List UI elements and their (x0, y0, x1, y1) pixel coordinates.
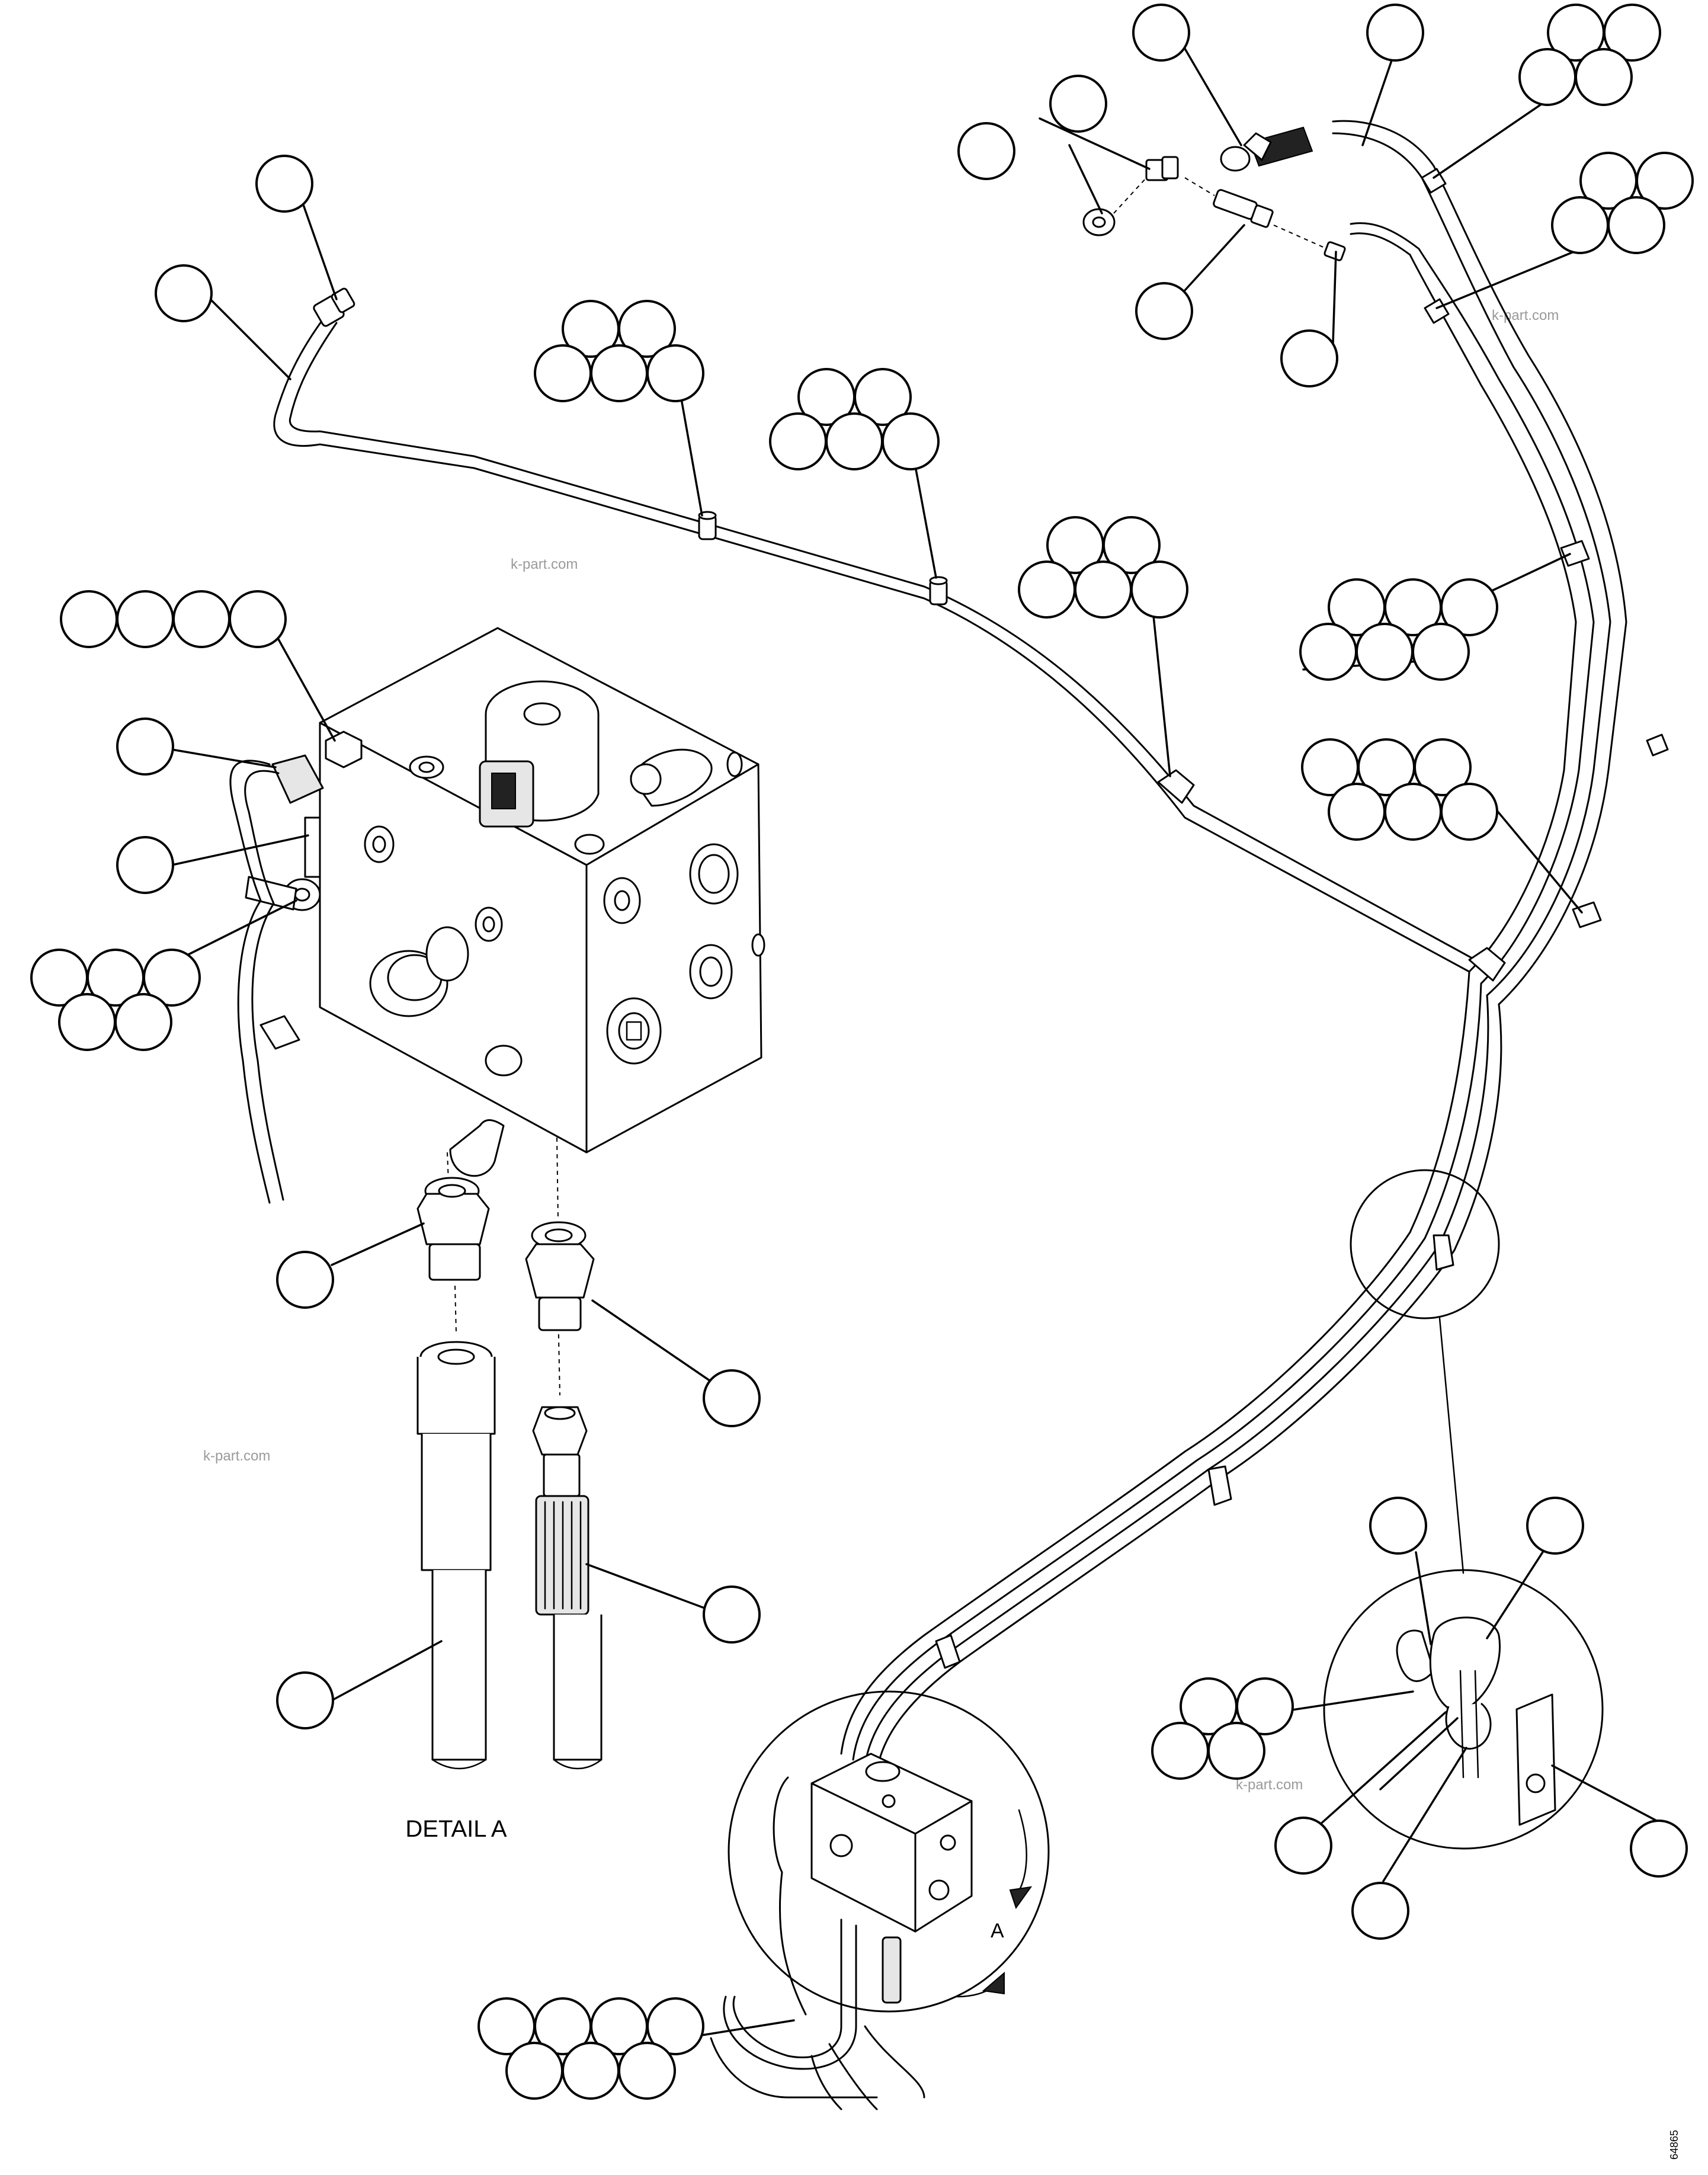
callout-bubble (646, 1997, 704, 2055)
view-marker-label: A (991, 1920, 1004, 1942)
callout-bubble (1636, 152, 1694, 210)
callout-bubble (703, 1369, 761, 1427)
callout-bubble (155, 264, 213, 322)
callout-bubble (882, 412, 940, 470)
callout-bubble (1236, 1677, 1294, 1735)
callout-bubble (646, 344, 704, 402)
callout-bubble (1440, 578, 1498, 636)
callout-bubble (618, 300, 676, 358)
callout-bubbles (30, 4, 1694, 2100)
callout-bubble (1607, 196, 1665, 254)
callout-bubble (505, 2042, 563, 2100)
knurl-texture (544, 1501, 582, 1610)
detail-source-circle (1350, 1169, 1500, 1319)
callout-bubble (1518, 48, 1576, 106)
callout-bubble (1384, 783, 1442, 841)
callout-bubble (1551, 196, 1609, 254)
detail-circles (728, 1169, 1604, 2013)
swivel-fitting (1220, 126, 1313, 172)
cap-fitting (1082, 208, 1116, 236)
hose-clamp-icon (698, 511, 717, 540)
hose-clamp-icon (1433, 1234, 1454, 1271)
hose-clamp-icon (929, 576, 948, 606)
overview-valve-icon (710, 1753, 973, 2110)
hose-clamp-icon (1468, 947, 1506, 982)
callout-bubble (276, 1671, 334, 1729)
top-right-fittings (1082, 126, 1346, 261)
watermark-text: k-part.com (1236, 1777, 1303, 1793)
hose-fitting-icon (313, 287, 355, 327)
callout-bubble (703, 1585, 761, 1644)
callout-bubble (1351, 1882, 1409, 1940)
watermark-text: k-part.com (511, 556, 578, 572)
adapter-fitting (1213, 189, 1274, 228)
figure-code: 64865 (1668, 2130, 1680, 2160)
arrow-head-icon (982, 1971, 1005, 1995)
callout-bubble (854, 368, 912, 426)
callout-bubble (1130, 560, 1188, 619)
callout-bubble (1414, 738, 1472, 796)
hose-clamps (698, 168, 1669, 1669)
detail-a-hoses (416, 1177, 603, 1770)
callout-bubble (1274, 1817, 1332, 1875)
callout-bubble (1049, 75, 1107, 133)
watermark-text: k-part.com (203, 1448, 270, 1464)
callout-bubble (1526, 1497, 1584, 1555)
callout-bubble (1355, 623, 1414, 681)
callout-bubble (114, 993, 172, 1051)
arrow-head-icon (1009, 1886, 1033, 1910)
callout-bubble (116, 717, 174, 776)
callout-bubble (590, 344, 648, 402)
hose-clamp-icon (935, 1634, 961, 1669)
watermark-text: k-part.com (1492, 307, 1559, 323)
callout-bubble (1412, 623, 1470, 681)
callout-bubble (116, 836, 174, 894)
callout-bubble (1369, 1497, 1427, 1555)
callout-bubble (1630, 1820, 1688, 1878)
callout-bubble (143, 949, 201, 1007)
callout-bubble (957, 122, 1015, 180)
callout-bubble (562, 2042, 620, 2100)
callout-bubble (769, 412, 827, 470)
callout-bubble (1575, 48, 1633, 106)
elbow-fitting (1145, 156, 1179, 181)
callout-bubble (1366, 4, 1424, 62)
callout-bubble (534, 344, 592, 402)
callout-bubble (1103, 516, 1161, 574)
callout-bubble (276, 1251, 334, 1309)
callout-bubble (825, 412, 883, 470)
callout-bubble (1440, 783, 1498, 841)
watermarks: k-part.com k-part.com k-part.com k-part.… (203, 307, 1559, 1793)
hose-clamp-icon (1646, 733, 1669, 757)
callout-bubble (1132, 4, 1190, 62)
callout-bubble (58, 993, 116, 1051)
callout-bubble (1603, 4, 1661, 62)
callout-bubble (1151, 1722, 1209, 1780)
lower-hose-bundle (840, 970, 1502, 1773)
callout-bubble (1135, 282, 1193, 340)
callout-bubble (1280, 329, 1338, 387)
callout-bubble (60, 590, 118, 648)
detail-a-label: DETAIL A (405, 1816, 507, 1842)
callout-bubble (1018, 560, 1076, 619)
callout-bubble (255, 155, 313, 213)
callout-bubble (172, 590, 230, 648)
callout-bubble (1207, 1722, 1265, 1780)
clamp-detail-icon (1396, 1616, 1556, 1826)
overview-detail-circle (728, 1690, 1050, 2013)
callout-bubble (1328, 783, 1386, 841)
callout-bubble (229, 590, 287, 648)
view-arrows: A (956, 1809, 1033, 1998)
hose-clamp-icon (1560, 540, 1590, 567)
callout-bubble (116, 590, 174, 648)
callout-bubble (1074, 560, 1132, 619)
clamp-detail-circle (1323, 1569, 1604, 1850)
callout-bubble (618, 2042, 676, 2100)
hose-clamp-icon (1207, 1465, 1232, 1506)
callout-bubble (1299, 623, 1357, 681)
hydraulic-valve-block-icon (229, 627, 765, 1204)
